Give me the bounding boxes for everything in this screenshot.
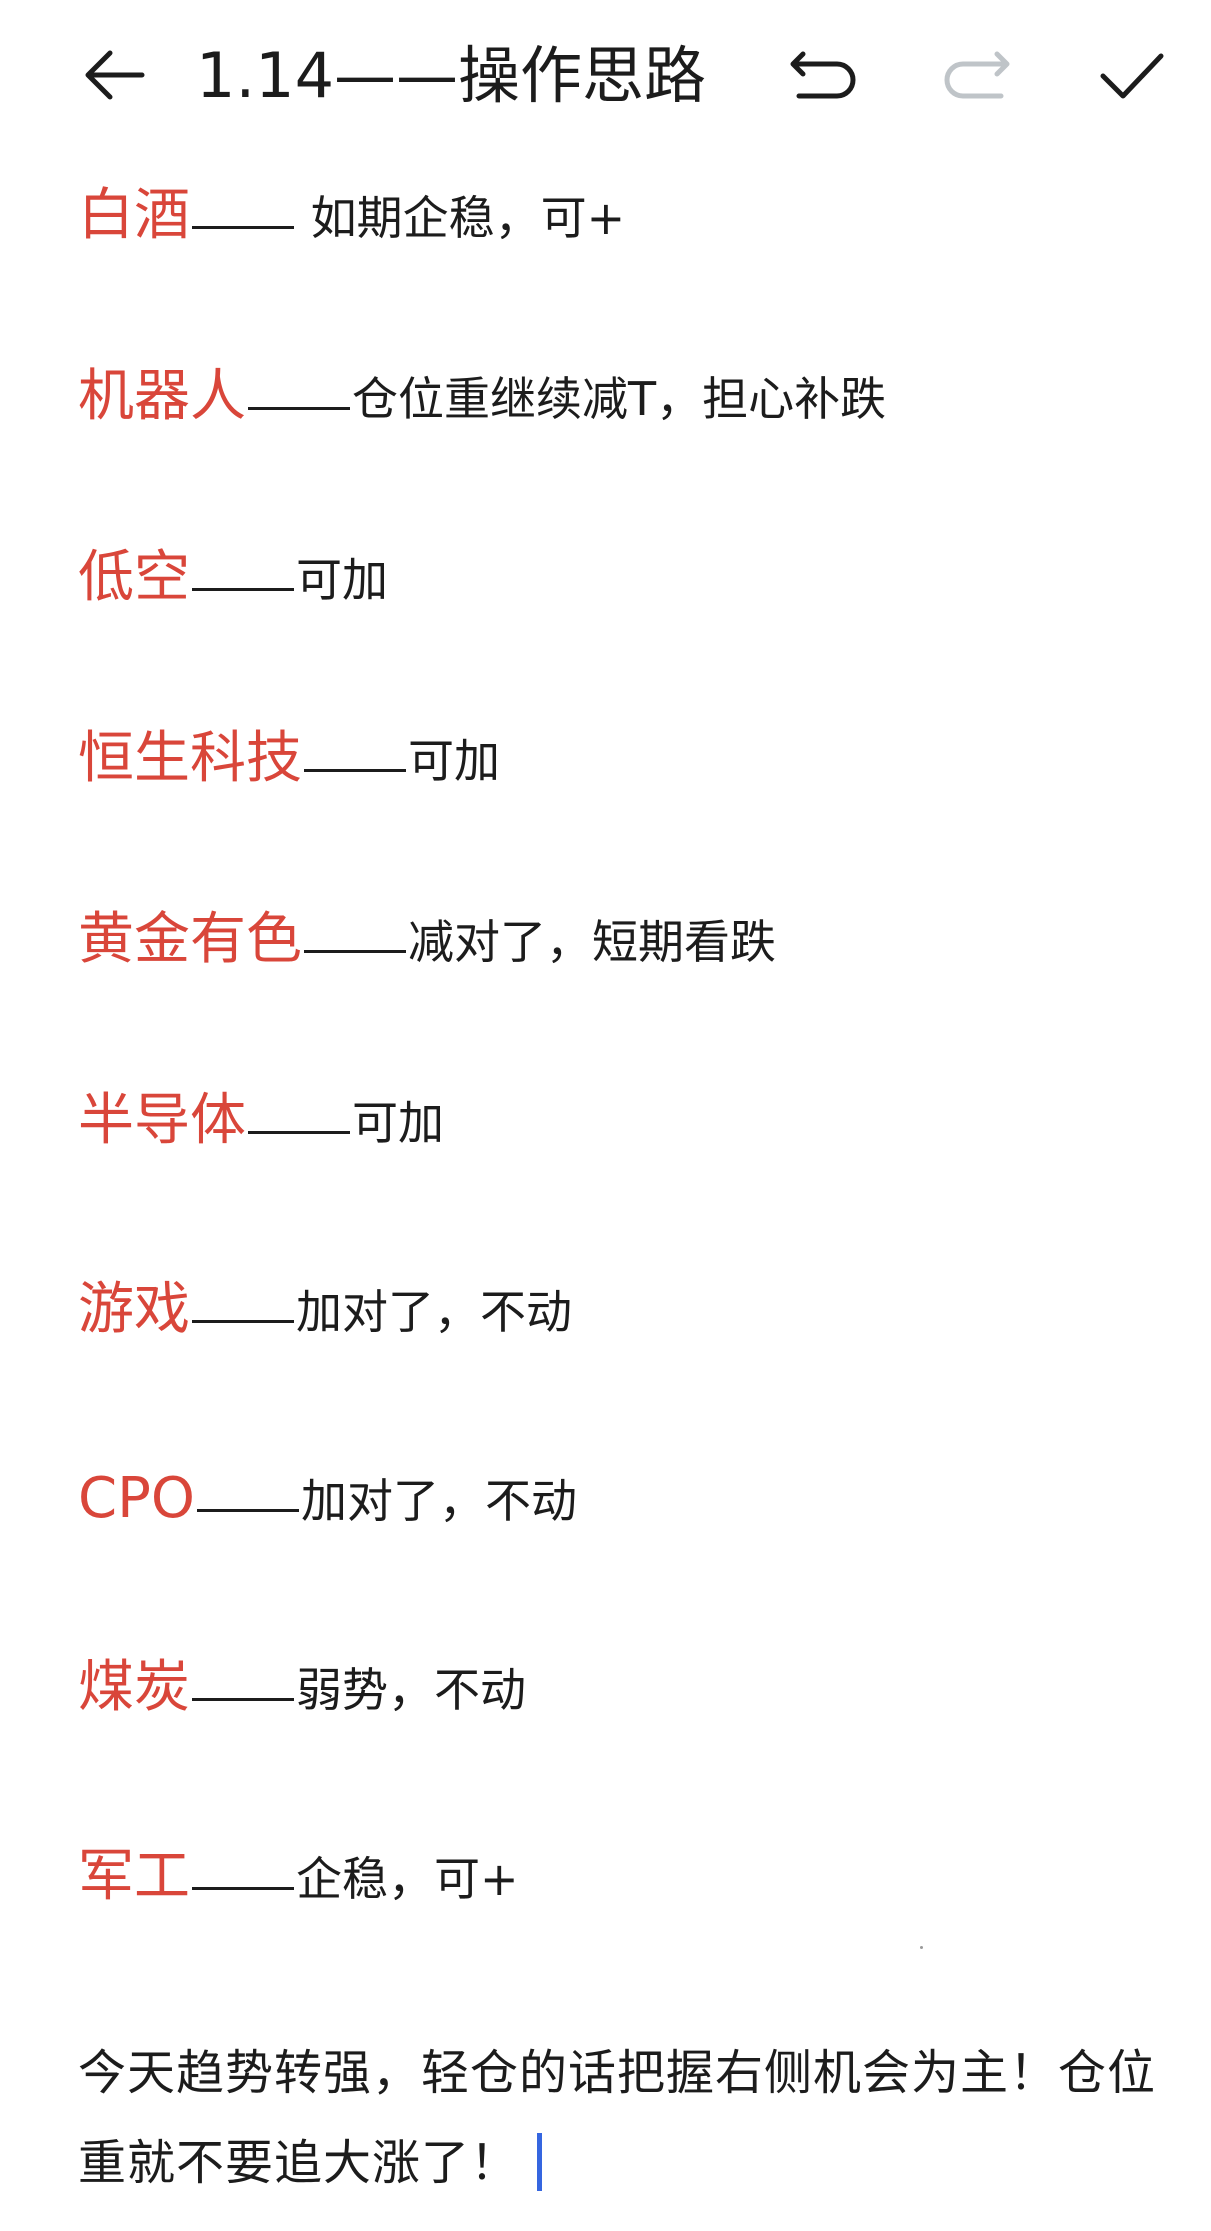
- category-label: 恒生科技: [78, 726, 302, 791]
- category-label: 煤炭: [78, 1655, 190, 1720]
- note-line: 恒生科技 可加: [78, 719, 500, 799]
- text-cursor: [537, 2133, 543, 2191]
- category-note: 加对了，不动: [296, 1285, 572, 1339]
- em-dash: [192, 1320, 294, 1323]
- page-title: 1.14——操作思路: [196, 39, 707, 112]
- em-dash: [192, 1698, 294, 1701]
- note-line: 半导体 可加: [78, 1081, 444, 1161]
- done-button[interactable]: [1086, 30, 1176, 120]
- em-dash: [248, 407, 350, 410]
- note-line: 低空 可加: [78, 538, 388, 618]
- category-note: 如期企稳，可+: [296, 191, 626, 245]
- em-dash: [192, 226, 294, 229]
- note-line: 游戏 加对了，不动: [78, 1270, 572, 1350]
- category-note: 仓位重继续减T，担心补跌: [352, 372, 887, 426]
- category-label: 黄金有色: [78, 907, 302, 972]
- category-label: 低空: [78, 545, 190, 610]
- category-note: 加对了，不动: [300, 1474, 577, 1528]
- redo-button[interactable]: [932, 30, 1022, 120]
- category-label: 半导体: [78, 1088, 246, 1153]
- em-dash: [192, 588, 294, 591]
- redo-icon: [944, 51, 1010, 99]
- note-line: 白酒 如期企稳，可+: [78, 176, 625, 256]
- category-label: 军工: [78, 1844, 190, 1909]
- editor-toolbar: 1.14——操作思路: [0, 0, 1211, 150]
- category-note: 可加: [296, 553, 388, 607]
- note-line: 军工 企稳，可+: [78, 1837, 519, 1917]
- summary-text: 今天趋势转强，轻仓的话把握右侧机会为主！仓位重就不要追大涨了！: [78, 2045, 1157, 2191]
- em-dash: [304, 950, 406, 953]
- category-note: 弱势，不动: [296, 1663, 526, 1717]
- note-line: 煤炭 弱势，不动: [78, 1648, 526, 1728]
- category-note: 企稳，可+: [296, 1852, 519, 1906]
- em-dash: [248, 1131, 350, 1134]
- summary-paragraph: 今天趋势转强，轻仓的话把握右侧机会为主！仓位重就不要追大涨了！: [78, 2028, 1178, 2208]
- category-label: 游戏: [78, 1277, 190, 1342]
- em-dash: [192, 1887, 294, 1890]
- category-note: 减对了，短期看跌: [408, 915, 776, 969]
- category-label: 机器人: [78, 364, 246, 429]
- category-note: 可加: [352, 1096, 444, 1150]
- undo-icon: [790, 51, 856, 99]
- stray-dot: [920, 1946, 923, 1949]
- back-arrow-icon: [85, 50, 145, 100]
- em-dash: [304, 769, 406, 772]
- checkmark-icon: [1100, 53, 1164, 99]
- note-line: 机器人 仓位重继续减T，担心补跌: [78, 357, 886, 437]
- note-line: CPO 加对了，不动: [78, 1459, 577, 1539]
- back-button[interactable]: [70, 30, 160, 120]
- undo-button[interactable]: [778, 30, 868, 120]
- note-line: 黄金有色 减对了，短期看跌: [78, 900, 776, 980]
- category-label: CPO: [78, 1466, 195, 1531]
- category-label: 白酒: [78, 183, 190, 248]
- category-note: 可加: [408, 734, 500, 788]
- em-dash: [196, 1509, 299, 1512]
